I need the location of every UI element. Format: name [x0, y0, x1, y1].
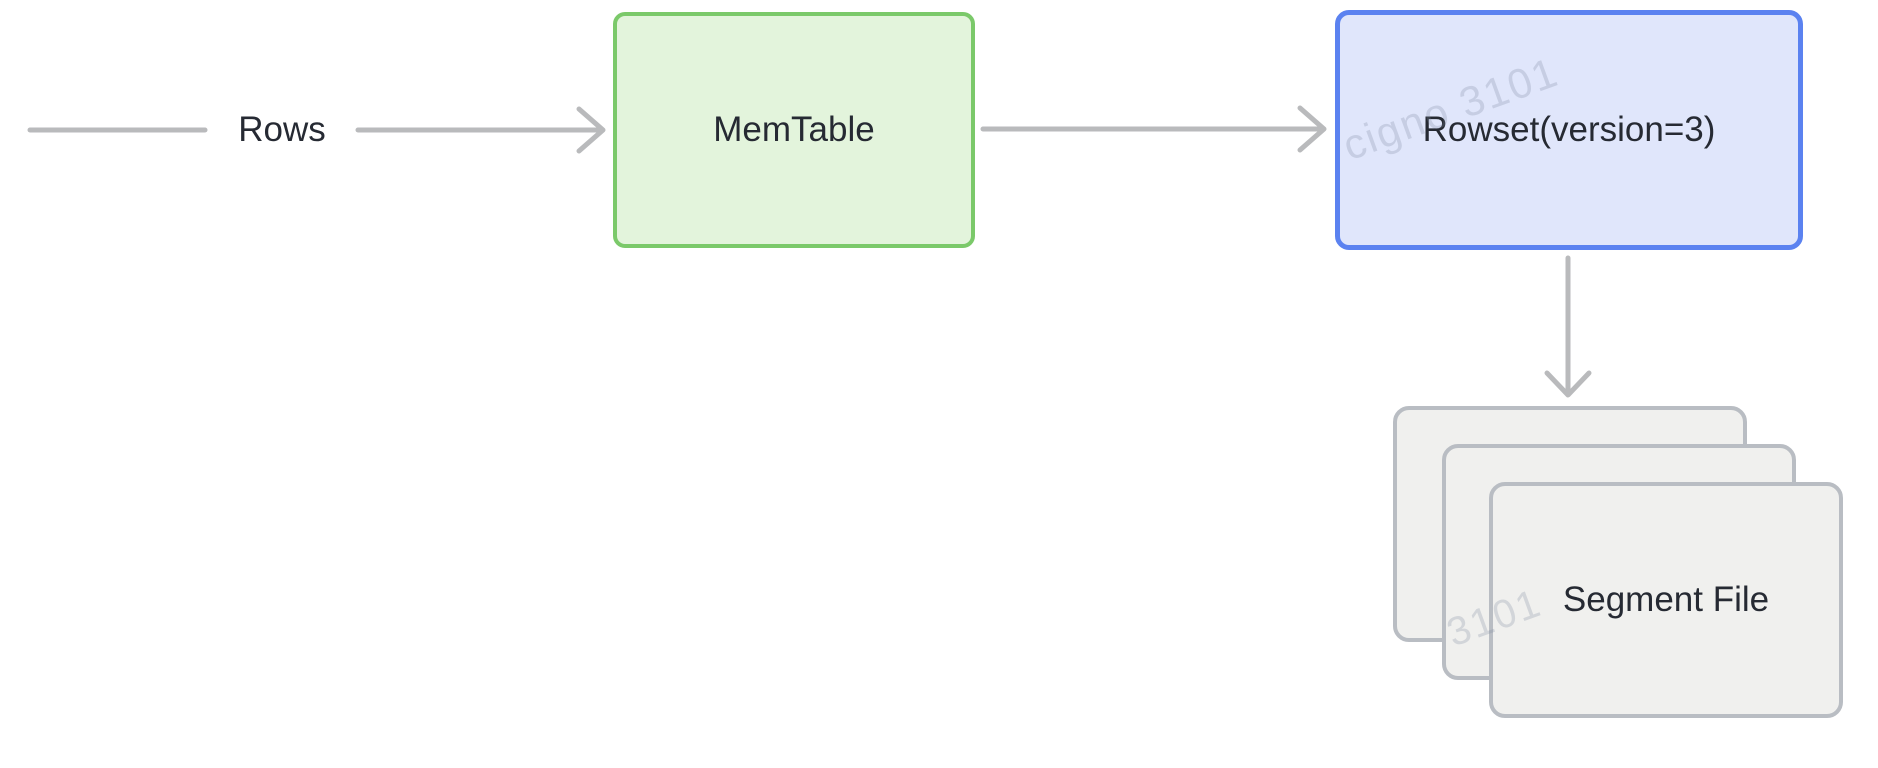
segment-file-stack: Segment File	[1393, 406, 1845, 720]
node-rowset-label: Rowset(version=3)	[1422, 110, 1716, 149]
node-rowset: Rowset(version=3)	[1335, 10, 1803, 250]
arrow-memtable-to-rowset	[980, 105, 1327, 153]
arrow-rows-to-memtable	[355, 106, 606, 154]
node-memtable-label: MemTable	[713, 110, 875, 149]
segment-file-label: Segment File	[1562, 580, 1770, 619]
arrow-rowset-to-segments	[1544, 255, 1592, 398]
edge-label-rows: Rows	[238, 110, 326, 149]
node-memtable: MemTable	[613, 12, 975, 248]
segment-file-box-front: Segment File	[1489, 482, 1843, 718]
